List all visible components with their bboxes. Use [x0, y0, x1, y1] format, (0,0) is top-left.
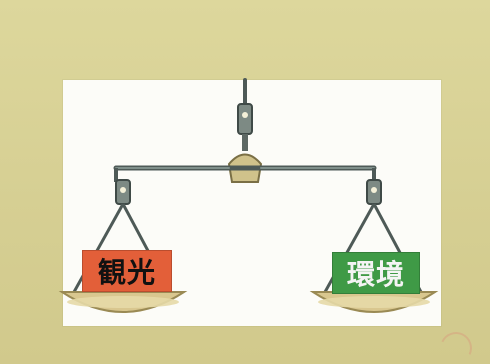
right-weight-label: 環境	[332, 252, 420, 294]
left-pan-assembly	[58, 179, 188, 313]
upper-link	[237, 103, 253, 135]
left-weight-text: 観光	[97, 256, 156, 289]
left-weight-label: 観光	[82, 250, 172, 292]
middle-rod	[242, 134, 248, 151]
right-connector-hole	[371, 187, 377, 193]
left-connector-hole	[120, 187, 126, 193]
upper-link-hole	[242, 112, 248, 118]
left-pan-highlight	[67, 296, 179, 308]
right-pan-highlight	[318, 296, 430, 308]
right-weight-text: 環境	[346, 258, 405, 291]
right-pan-assembly	[309, 179, 439, 313]
